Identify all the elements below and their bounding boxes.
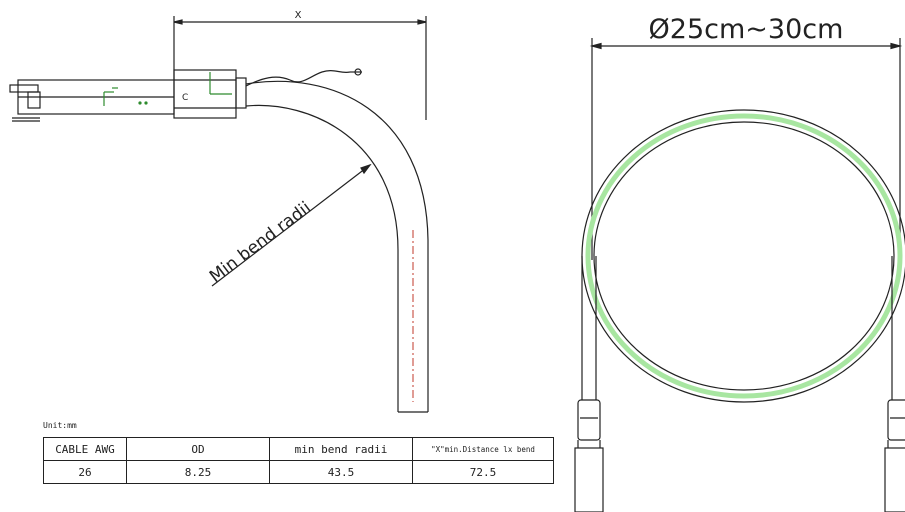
bend-radius-drawing: C [9,16,429,413]
connector-plug: C [9,69,247,122]
cable-spec-table: CABLE AWG OD min bend radii "X"min.Dista… [43,437,554,484]
x-arrow-left [173,19,183,25]
left-connector [574,399,604,512]
header-x-min-distance: "X"min.Distance lx bend [412,437,554,461]
cell-od: 8.25 [126,460,270,484]
cell-bend-radii: 43.5 [269,460,413,484]
header-min-bend-radii: min bend radii [269,437,413,461]
bend-radius-arrow [360,163,372,175]
table-header-row: CABLE AWG OD min bend radii "X"min.Dista… [43,437,554,461]
cable-outer-bend [245,80,429,412]
cable-coil-outer [581,109,905,403]
svg-text:C: C [182,93,188,103]
cable-coil-accent [585,113,903,399]
cable-inner-bend [245,104,399,412]
diameter-label: Ø25cm~30cm [649,14,844,45]
coiled-cable-drawing [574,38,905,512]
cell-x-distance: 72.5 [412,460,554,484]
cell-awg: 26 [43,460,127,484]
x-arrow-right [417,19,427,25]
right-connector [884,399,905,512]
unit-label: Unit:mm [43,421,77,430]
table-row: 26 8.25 43.5 72.5 [43,460,554,484]
cable-coil-inner [593,121,895,391]
x-dimension-label: X [295,10,302,21]
header-cable-awg: CABLE AWG [43,437,127,461]
header-od: OD [126,437,270,461]
pull-tab [245,69,351,87]
bend-radius-label: Min bend radii [206,198,315,287]
bend-radius-leader [211,164,371,287]
